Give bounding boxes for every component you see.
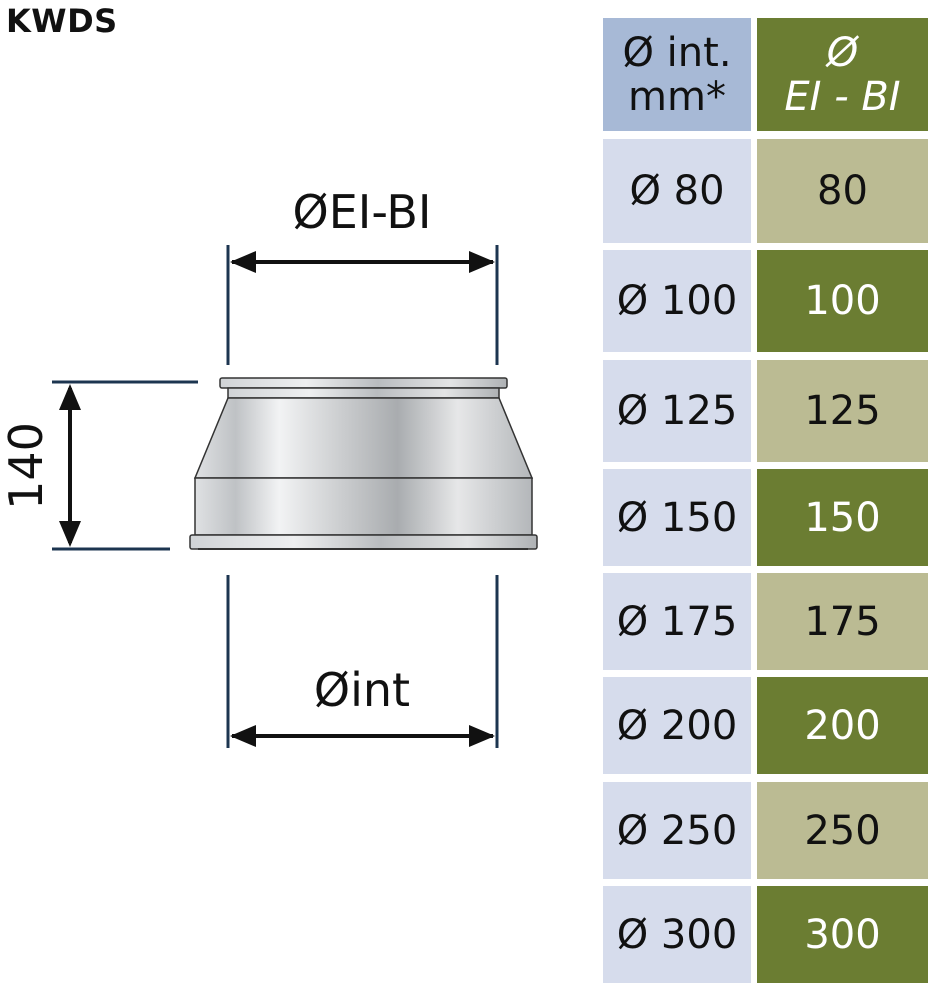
- table-cell-int: Ø 150: [603, 469, 751, 566]
- table-cell-int: Ø 200: [603, 677, 751, 774]
- table-cell-ei-bi: 125: [757, 360, 928, 462]
- reducer-technical-drawing: ØEI-BI 140 Øint: [0, 185, 538, 748]
- bottom-diameter-dimension: Øint: [226, 575, 499, 748]
- height-dimension: 140: [0, 380, 198, 551]
- table-cell-ei-bi: 200: [757, 677, 928, 774]
- label-ei-bi: ØEI-BI: [293, 185, 432, 239]
- table-cell-int: Ø 80: [603, 139, 751, 243]
- table-cell-ei-bi: 150: [757, 469, 928, 566]
- table-cell-int: Ø 100: [603, 250, 751, 352]
- header-ei-bi: Ø EI - BI: [757, 18, 928, 131]
- label-height: 140: [0, 422, 53, 510]
- table-cell-int: Ø 175: [603, 573, 751, 670]
- label-int: Øint: [314, 663, 410, 717]
- header-ei-bi-line2: EI - BI: [784, 73, 901, 120]
- page-title: KWDS: [6, 2, 118, 40]
- header-ei-bi-line1: Ø: [826, 29, 859, 76]
- table-cell-ei-bi: 175: [757, 573, 928, 670]
- table-cell-ei-bi: 250: [757, 782, 928, 879]
- table-cell-ei-bi: 300: [757, 886, 928, 983]
- header-int-line1: Ø int.: [622, 29, 732, 76]
- header-int-line2: mm*: [628, 73, 726, 120]
- table-cell-int: Ø 250: [603, 782, 751, 879]
- header-int: Ø int. mm*: [603, 18, 751, 131]
- table-cell-ei-bi: 80: [757, 139, 928, 243]
- table-cell-ei-bi: 100: [757, 250, 928, 352]
- top-diameter-dimension: ØEI-BI: [226, 185, 499, 365]
- table-cell-int: Ø 300: [603, 886, 751, 983]
- reducer-part: [189, 377, 538, 550]
- table-cell-int: Ø 125: [603, 360, 751, 462]
